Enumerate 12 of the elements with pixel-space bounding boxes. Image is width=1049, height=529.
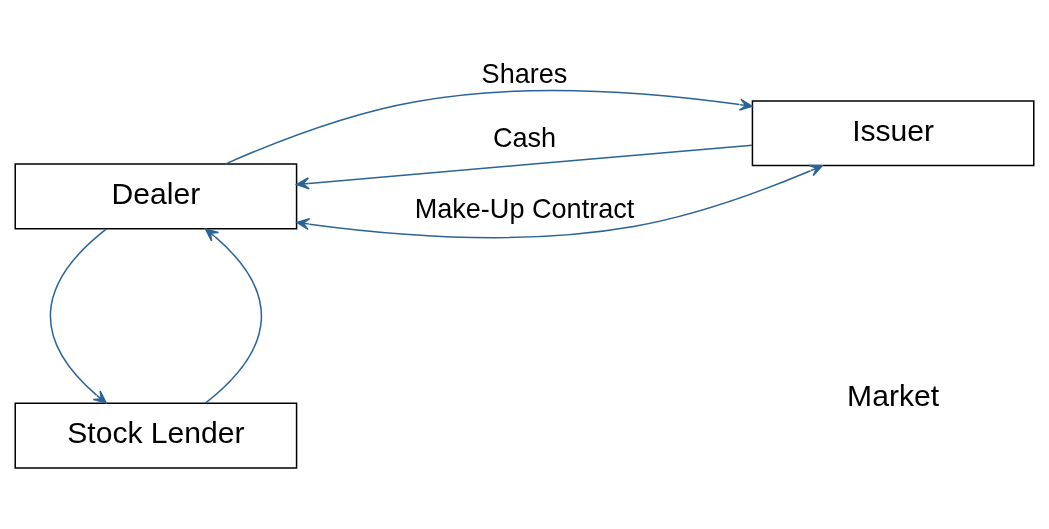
label: Market [847, 378, 940, 412]
edge-label: Cash [492, 122, 557, 154]
node-box: Dealer [14, 163, 298, 230]
edge-label: Shares [481, 57, 568, 89]
arrow [224, 89, 753, 165]
arrow [296, 144, 753, 190]
node-box: Stock Lender [14, 402, 298, 469]
arrow [204, 228, 263, 404]
arrow [296, 164, 823, 239]
arrow [49, 228, 107, 404]
edge-label: Make-Up Contract [414, 193, 635, 225]
node-box: Issuer [751, 100, 1035, 167]
